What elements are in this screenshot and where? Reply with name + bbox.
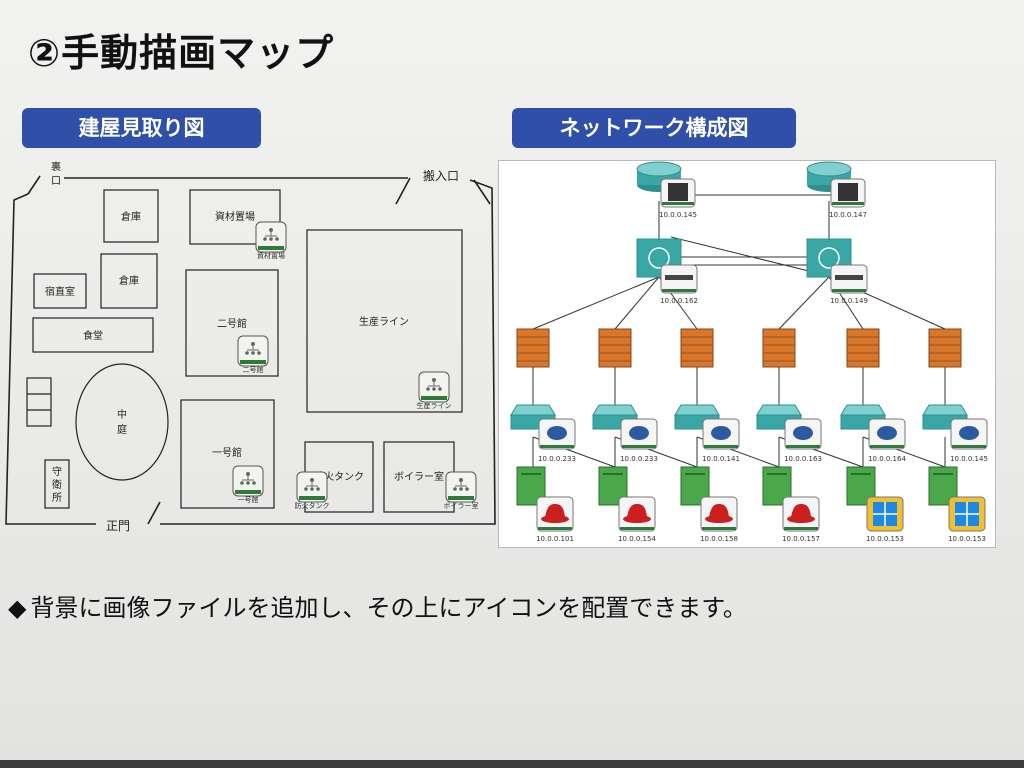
router-badge-icon[interactable] — [538, 418, 576, 450]
label-hannyu: 搬入口 — [423, 168, 459, 183]
router-badge-icon[interactable] — [784, 418, 822, 450]
server-chassis-icon[interactable] — [660, 178, 696, 208]
router-badge-icon[interactable] — [702, 418, 740, 450]
label-souko1: 倉庫 — [121, 210, 141, 223]
ip-label-r4: 10.0.0.163 — [784, 455, 822, 463]
label-guchi: 口 — [51, 176, 61, 187]
label-sho: 所 — [52, 492, 62, 504]
sensor-label-ichigoukan: 一号館 — [238, 495, 259, 504]
ip-label-s2: 10.0.0.154 — [618, 535, 656, 543]
label-seimon: 正門 — [106, 519, 130, 533]
sensor-icon-seisan[interactable]: 生産ライン — [417, 371, 452, 410]
room-souko1 — [103, 189, 159, 243]
slide-title: ②手動描画マップ — [28, 31, 335, 75]
ip-label-s3: 10.0.0.158 — [700, 535, 738, 543]
sensor-label-shizai: 資材置場 — [257, 251, 285, 260]
label-ura: 裏 — [51, 160, 61, 173]
redhat-icon[interactable] — [618, 496, 656, 532]
room-shuei — [44, 459, 70, 509]
ip-label-dist2: 10.0.0.149 — [830, 297, 868, 305]
label-chu: 中 — [117, 408, 127, 421]
firewall-icon[interactable] — [762, 328, 796, 368]
firewall-icon[interactable] — [516, 328, 550, 368]
sensor-label-nigoukan: 二号館 — [243, 365, 264, 374]
sensor-icon-shizai[interactable]: 資材置場 — [255, 221, 287, 260]
label-shizai: 資材置場 — [215, 210, 255, 223]
firewall-icon[interactable] — [598, 328, 632, 368]
locker — [26, 377, 52, 427]
redhat-icon[interactable] — [536, 496, 574, 532]
ip-label-s1: 10.0.0.101 — [536, 535, 574, 543]
windows-icon[interactable] — [948, 496, 986, 532]
floor-plan-label: 建屋見取り図 — [22, 108, 261, 148]
redhat-icon[interactable] — [700, 496, 738, 532]
label-ichigoukan: 一号館 — [212, 446, 242, 459]
firewall-icon[interactable] — [928, 328, 962, 368]
room-shokudo — [32, 317, 154, 353]
network-diagram: 10.0.0.145 10.0.0.147 10.0.0.162 10.0.0.149… — [498, 160, 996, 548]
room-ichigoukan — [180, 399, 275, 509]
footer-text: ◆背景に画像ファイルを追加し、その上にアイコンを配置できます。 — [8, 588, 747, 623]
label-tei: 庭 — [117, 423, 127, 436]
bottom-bar — [0, 760, 1024, 768]
footer-sentence: 背景に画像ファイルを追加し、その上にアイコンを配置できます。 — [30, 594, 747, 622]
ip-label-r1: 10.0.0.233 — [538, 455, 576, 463]
label-nigoukan: 二号館 — [217, 317, 247, 330]
ip-label-s6: 10.0.0.153 — [948, 535, 986, 543]
room-nigoukan — [185, 269, 279, 377]
sensor-icon-ichigoukan[interactable]: 一号館 — [232, 465, 264, 504]
ip-label-r6: 10.0.0.145 — [950, 455, 988, 463]
label-shokudo: 食堂 — [83, 329, 103, 342]
appliance-icon[interactable] — [830, 264, 868, 294]
room-souko2 — [100, 253, 158, 309]
room-seisan — [306, 229, 463, 413]
room-shizai — [189, 189, 281, 245]
appliance-icon[interactable] — [660, 264, 698, 294]
network-label: ネットワーク構成図 — [512, 108, 796, 148]
label-souko2: 倉庫 — [119, 274, 139, 287]
ip-label-core2: 10.0.0.147 — [829, 211, 867, 219]
windows-icon[interactable] — [866, 496, 904, 532]
router-badge-icon[interactable] — [950, 418, 988, 450]
redhat-icon[interactable] — [782, 496, 820, 532]
sensor-icon-nigoukan[interactable]: 二号館 — [237, 335, 269, 374]
label-ei: 衛 — [52, 478, 62, 491]
label-boiler: ボイラー室 — [394, 470, 444, 483]
ip-label-dist1: 10.0.0.162 — [660, 297, 698, 305]
label-shu: 守 — [52, 465, 62, 478]
floor-plan: 裏 口 搬入口 倉庫 倉庫 資材置場 宿直室 食堂 二号館 生産ライン 中 庭 … — [5, 160, 496, 533]
router-badge-icon[interactable] — [620, 418, 658, 450]
firewall-icon[interactable] — [846, 328, 880, 368]
ip-label-r2: 10.0.0.233 — [620, 455, 658, 463]
server-chassis-icon[interactable] — [830, 178, 866, 208]
sensor-label-boiler: ボイラー室 — [444, 501, 479, 510]
label-seisan: 生産ライン — [359, 315, 409, 328]
label-shukuchoku: 宿直室 — [45, 285, 75, 298]
ip-label-r5: 10.0.0.164 — [868, 455, 906, 463]
ip-label-core1: 10.0.0.145 — [659, 211, 697, 219]
sensor-label-tank: 防火タンク — [295, 501, 330, 510]
bullet-icon: ◆ — [8, 594, 27, 622]
room-shukuchoku — [33, 273, 87, 309]
sensor-label-seisan: 生産ライン — [417, 401, 452, 410]
ip-label-s4: 10.0.0.157 — [782, 535, 820, 543]
sensor-icon-boiler[interactable]: ボイラー室 — [444, 471, 479, 510]
sensor-icon-tank[interactable]: 防火タンク — [295, 471, 330, 510]
courtyard — [75, 363, 169, 481]
firewall-icon[interactable] — [680, 328, 714, 368]
router-badge-icon[interactable] — [868, 418, 906, 450]
ip-label-s5: 10.0.0.153 — [866, 535, 904, 543]
ip-label-r3: 10.0.0.141 — [702, 455, 740, 463]
